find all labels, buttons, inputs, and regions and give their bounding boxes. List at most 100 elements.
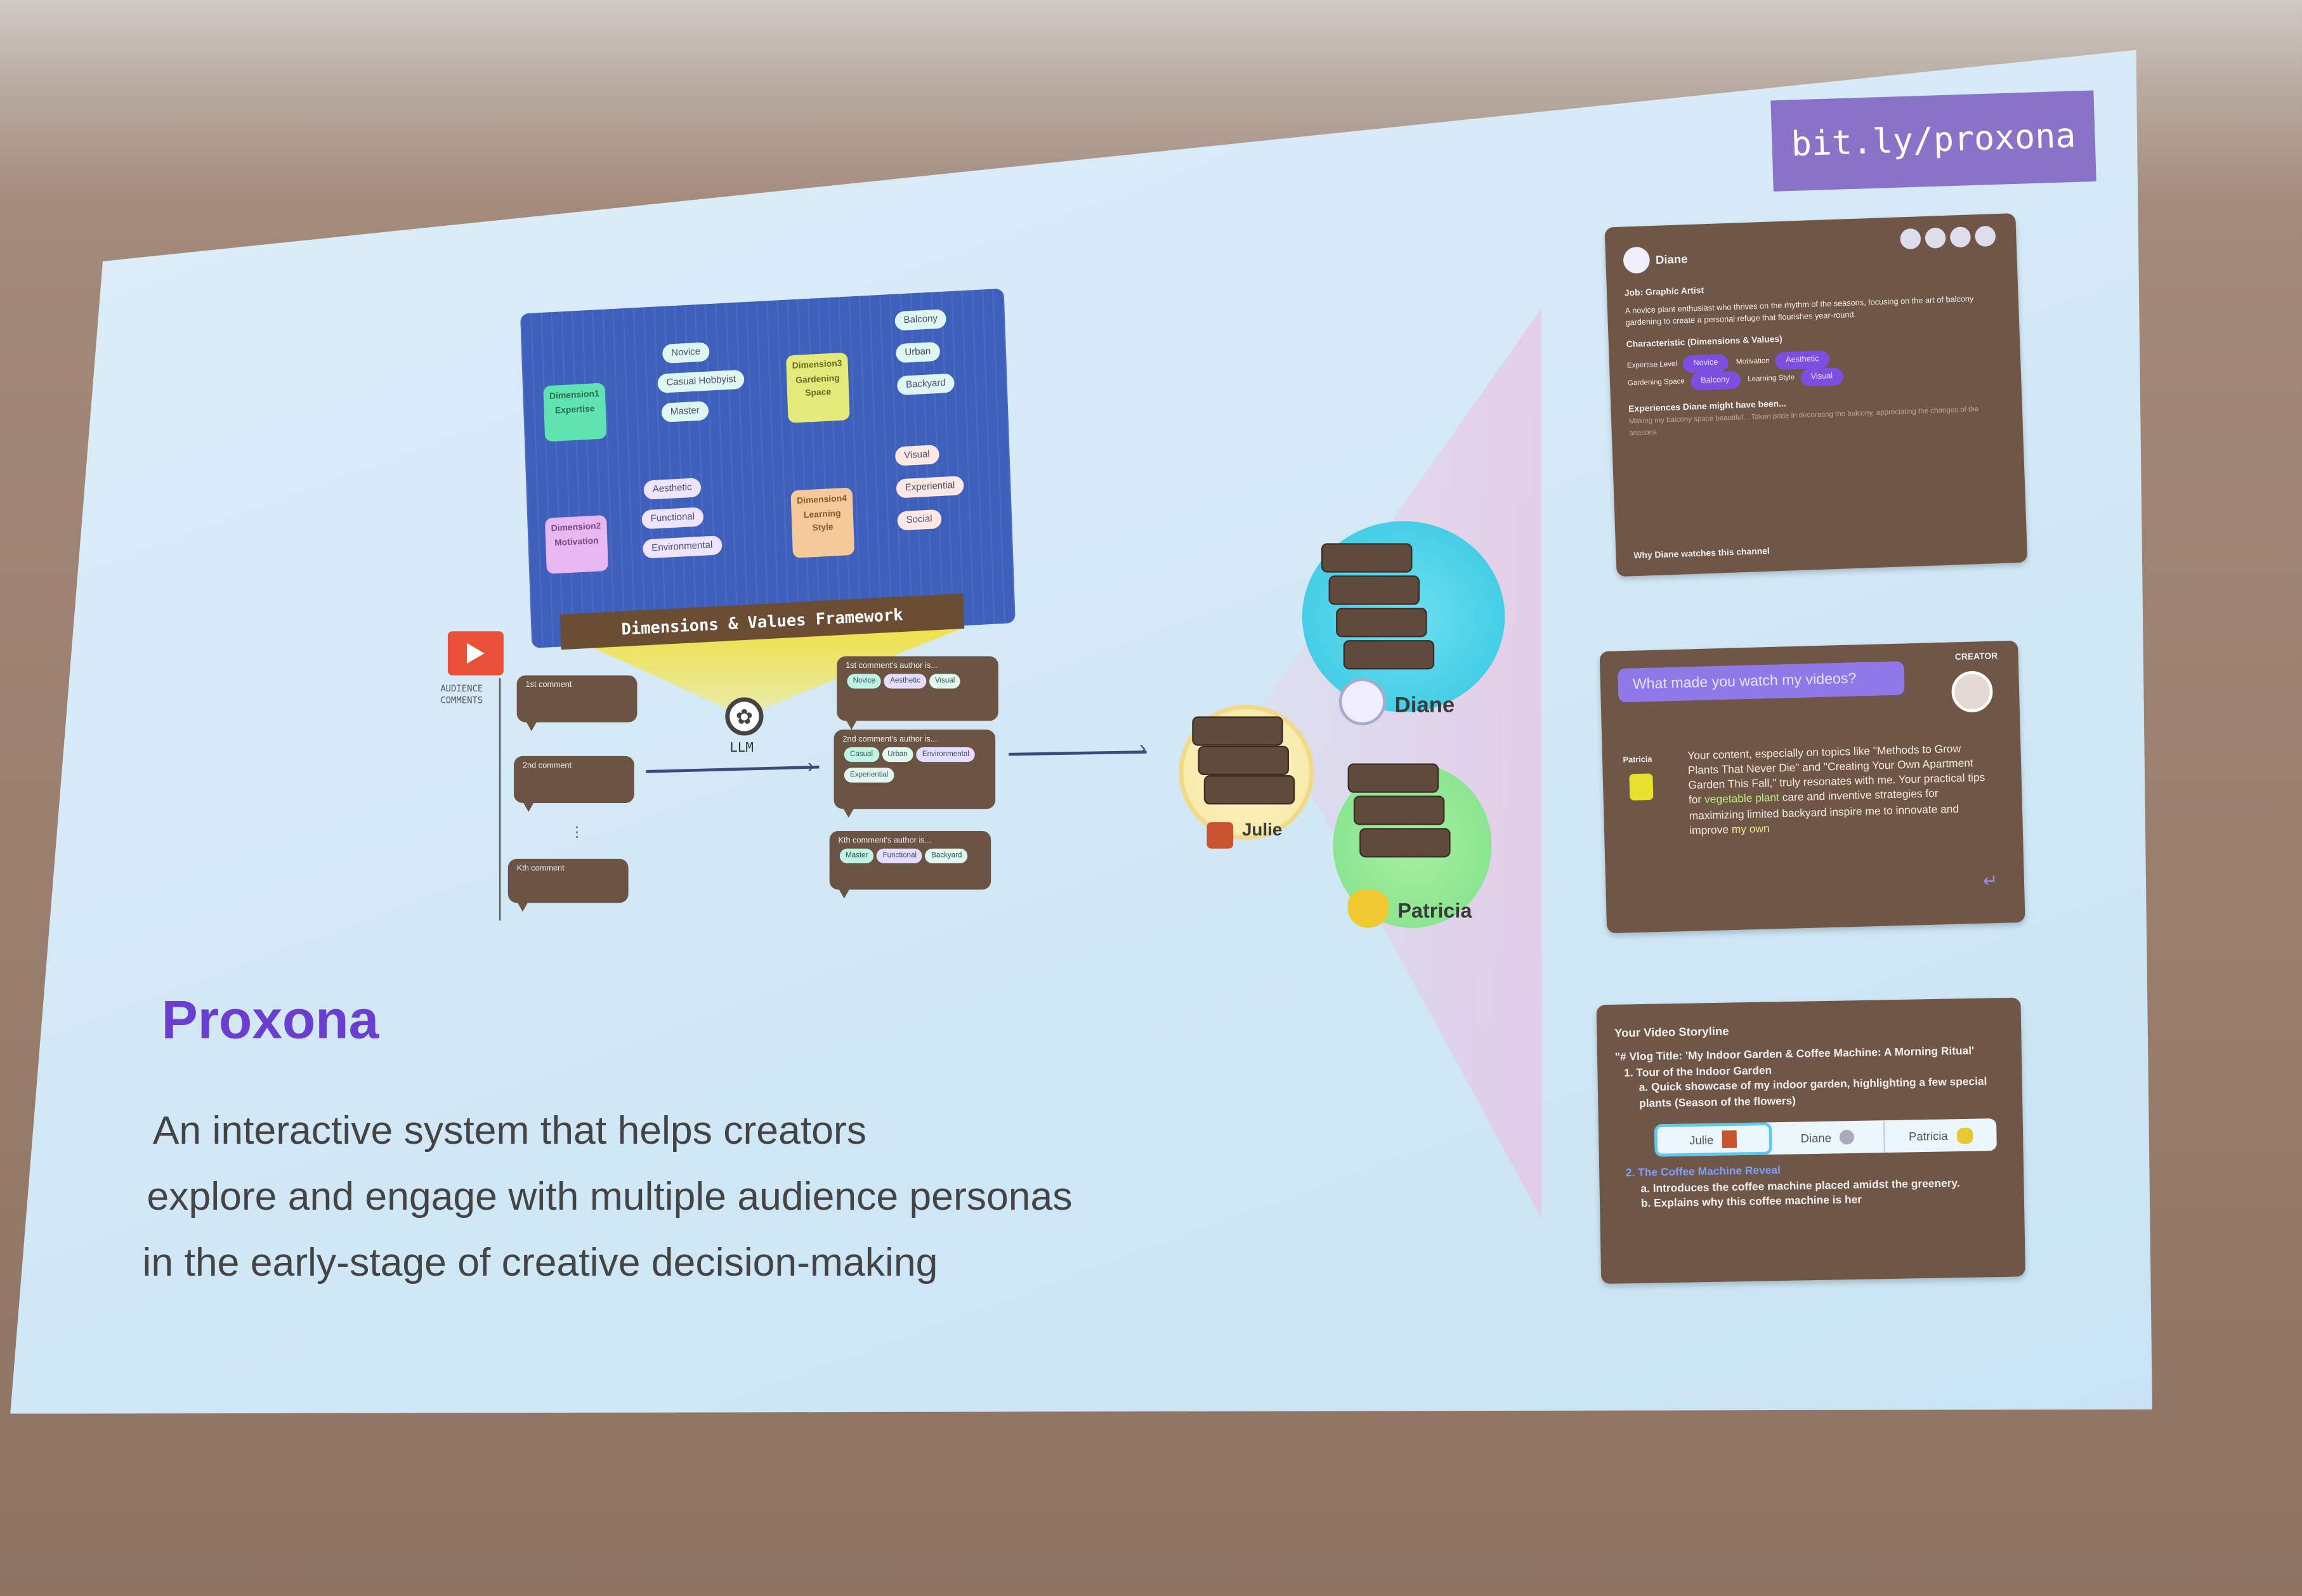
chip: Environmental	[916, 747, 976, 762]
diane-avatar-icon	[1338, 678, 1386, 726]
dimension-label: Dimension2	[551, 522, 601, 534]
arrow	[646, 765, 820, 773]
value-chip: Urban	[895, 341, 940, 363]
avatar-icon[interactable]	[1925, 227, 1946, 249]
dimension-name: Learning Style	[803, 509, 841, 534]
value-chip: Casual Hobbyist	[657, 369, 745, 393]
value-chip: Functional	[641, 507, 704, 530]
description-line: An interactive system that helps creator…	[152, 1108, 867, 1153]
value-tag: Novice	[1682, 353, 1729, 373]
value-chip: Experiential	[896, 475, 964, 499]
dimension-name: Gardening Space	[795, 374, 840, 400]
value-chip: Master	[661, 400, 709, 422]
response-text: Your content, especially on topics like …	[1687, 742, 1985, 837]
question-bubble[interactable]: What made you watch my videos?	[1618, 661, 1905, 703]
value-tag: Balcony	[1690, 370, 1741, 391]
persona-name-julie[interactable]: Julie	[1241, 819, 1283, 840]
audience-label: AUDIENCE	[440, 684, 483, 695]
diane-avatar-icon	[1623, 246, 1651, 274]
value-chip: Social	[897, 509, 941, 531]
comment-bubble: Kth comment	[507, 858, 629, 912]
link-badge[interactable]: bit.ly/proxona	[1770, 90, 2096, 192]
chip: Backyard	[925, 848, 968, 863]
why-heading[interactable]: Why Diane watches this channel	[1633, 547, 1770, 562]
dimension-name: Motivation	[554, 537, 599, 548]
julie-avatar-icon	[1722, 1130, 1737, 1149]
tab-diane[interactable]: Diane	[1771, 1120, 1886, 1155]
avatar-icon[interactable]	[1949, 226, 1972, 248]
responder-name: Patricia	[1623, 755, 1652, 766]
llm-icon: ✿	[725, 697, 764, 736]
storyline-card: Your Video Storyline "# Vlog Title: 'My …	[1596, 997, 2026, 1284]
dim-label: Motivation	[1736, 356, 1770, 367]
chip: Casual	[844, 747, 879, 762]
creator-avatar	[1951, 670, 1994, 713]
value-chip: Novice	[662, 342, 710, 364]
dimension-label: Dimension3	[792, 360, 842, 372]
persona-name-diane[interactable]: Diane	[1394, 693, 1455, 718]
dimension-label: Dimension1	[549, 390, 599, 402]
chip: Novice	[847, 674, 882, 689]
description-line: explore and engage with multiple audienc…	[147, 1174, 1073, 1219]
value-chip: Environmental	[642, 535, 722, 559]
value-tag: Aesthetic	[1775, 350, 1830, 370]
patricia-avatar-icon	[1347, 889, 1389, 928]
persona-avatars[interactable]	[1900, 225, 1996, 250]
chip: Aesthetic	[884, 674, 927, 689]
comment-bubble: 2nd comment	[514, 755, 634, 812]
dim-label: Learning Style	[1748, 373, 1795, 384]
avatar-icon[interactable]	[1975, 225, 1996, 247]
author-text: 2nd comment's author is...	[842, 735, 938, 745]
divider	[499, 678, 501, 921]
dimension-label: Dimension4	[797, 495, 847, 507]
value-chip: Visual	[894, 445, 939, 466]
dim-label: Expertise Level	[1626, 359, 1678, 370]
storyline-item: 2. The Coffee Machine Reveal	[1625, 1163, 1781, 1180]
author-text: Kth comment's author is...	[838, 837, 932, 846]
dim-label: Gardening Space	[1627, 377, 1685, 388]
avatar-icon[interactable]	[1900, 228, 1921, 250]
arrow	[1008, 750, 1147, 756]
patricia-avatar-icon	[1956, 1127, 1973, 1144]
chip: Experiential	[844, 768, 894, 783]
chip: Urban	[881, 747, 914, 762]
profile-name: Diane	[1655, 251, 1688, 266]
audience-label: COMMENTS	[440, 695, 483, 706]
llm-label: LLM	[729, 741, 754, 756]
diane-avatar-icon	[1840, 1130, 1855, 1145]
comment-bubble: 1st comment	[516, 675, 638, 731]
dimension-name: Expertise	[554, 405, 595, 416]
value-tag: Visual	[1800, 367, 1843, 387]
tab-patricia[interactable]: Patricia	[1885, 1119, 1997, 1153]
description-line: in the early-stage of creative decision-…	[142, 1240, 938, 1285]
persona-name-patricia[interactable]: Patricia	[1397, 898, 1472, 922]
youtube-icon	[447, 631, 504, 676]
storyline-heading: Your Video Storyline	[1614, 1024, 1729, 1040]
storyline-item: a. Quick showcase of my indoor garden, h…	[1638, 1075, 1987, 1110]
author-text: 1st comment's author is...	[846, 662, 938, 671]
value-chip: Aesthetic	[643, 478, 701, 500]
patricia-avatar-icon	[1629, 773, 1654, 801]
julie-avatar-icon	[1207, 822, 1234, 849]
chip: Visual	[929, 674, 961, 689]
tab-julie[interactable]: Julie	[1654, 1122, 1772, 1157]
page-title: Proxona	[161, 989, 379, 1050]
chat-card: What made you watch my videos? CREATOR P…	[1599, 640, 2025, 934]
persona-tabs: Julie Diane Patricia	[1654, 1118, 1997, 1157]
send-icon[interactable]: ↵	[1982, 870, 1998, 891]
description: An interactive system that helps creator…	[142, 1098, 1073, 1296]
value-chip: Backyard	[896, 373, 955, 396]
chip: Master	[839, 848, 874, 863]
creator-label: CREATOR	[1954, 653, 1998, 663]
value-chip: Balcony	[894, 309, 947, 331]
